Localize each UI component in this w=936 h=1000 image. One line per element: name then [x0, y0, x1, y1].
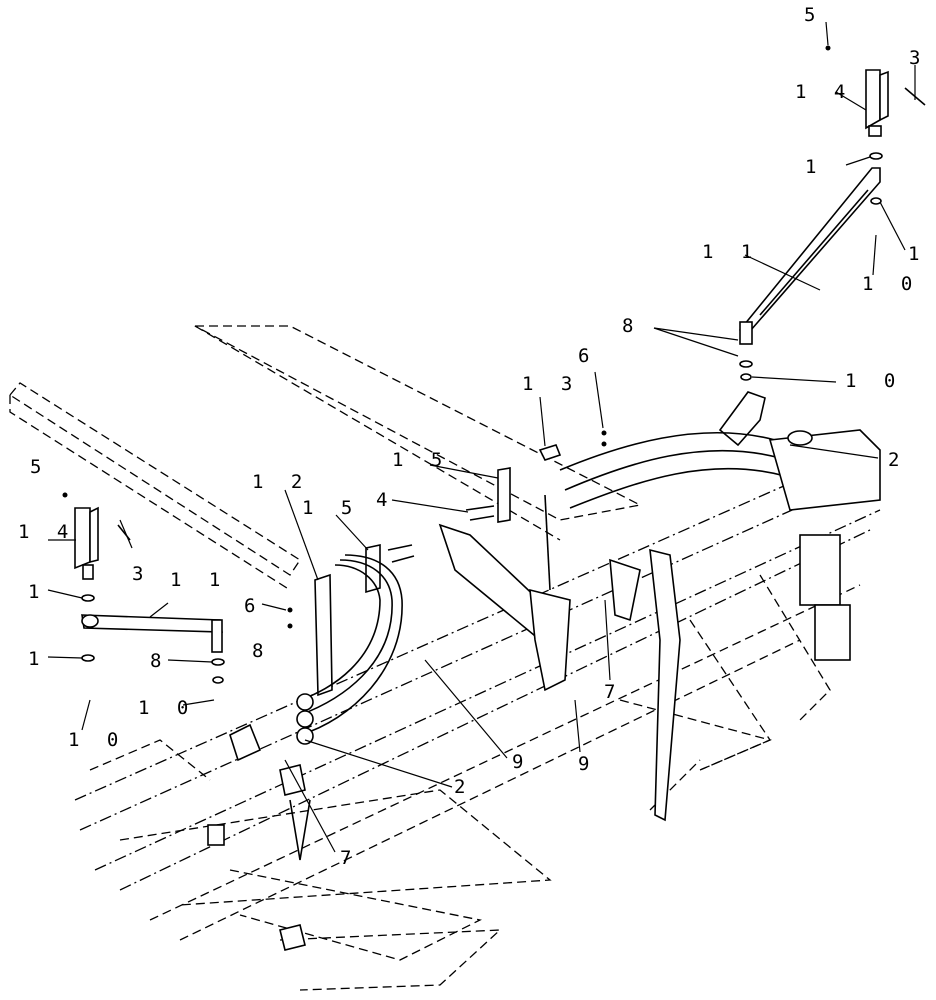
- callout-3-top: 3: [909, 47, 928, 69]
- callout-11-left: 1 1: [170, 569, 228, 591]
- phantom-frame: [9, 325, 881, 991]
- callout-10-left-a: 1 0: [138, 697, 196, 719]
- callout-7-center: 7: [604, 681, 623, 703]
- left-assembly: [62, 492, 403, 951]
- callout-2-right: 2: [888, 449, 907, 471]
- callout-5-top: 5: [804, 4, 823, 26]
- callout-labels: 5 3 1 4 1 1 1 1 1 0 8 1 0 6 1 3 2 1 5 1 …: [18, 4, 928, 869]
- callout-1-left-upper: 1: [28, 581, 47, 603]
- callout-13: 1 3: [522, 373, 580, 395]
- callout-10-mid: 1 0: [845, 370, 903, 392]
- right-top-assembly: [739, 45, 926, 381]
- callout-1-upper: 1: [805, 156, 824, 178]
- callout-15-lower: 1 5: [302, 497, 360, 519]
- callout-8-left-a: 8: [150, 650, 169, 672]
- callout-14-top: 1 4: [795, 81, 853, 103]
- leader-lines: [47, 21, 916, 853]
- callout-1-right: 1: [908, 243, 927, 265]
- callout-1-left-lower: 1: [28, 648, 47, 670]
- callout-3-left: 3: [132, 563, 151, 585]
- callout-7-left: 7: [340, 847, 359, 869]
- callout-11-right: 1 1: [702, 241, 760, 263]
- callout-2-left: 2: [454, 776, 473, 798]
- callout-14-left: 1 4: [18, 521, 76, 543]
- callout-5-left: 5: [30, 456, 49, 478]
- callout-9-left: 9: [512, 751, 531, 773]
- callout-4: 4: [376, 489, 395, 511]
- center-components: [365, 444, 681, 822]
- callout-15-upper: 1 5: [392, 449, 450, 471]
- callout-10-right: 1 0: [862, 273, 920, 295]
- callout-8-right: 8: [622, 315, 641, 337]
- callout-9-right: 9: [578, 753, 597, 775]
- callout-6-right: 6: [578, 345, 597, 367]
- callout-10-left-b: 1 0: [68, 729, 126, 751]
- callout-8-left-b: 8: [252, 640, 271, 662]
- right-frame: [559, 391, 881, 661]
- callout-12: 1 2: [252, 471, 310, 493]
- callout-6-left: 6: [244, 595, 263, 617]
